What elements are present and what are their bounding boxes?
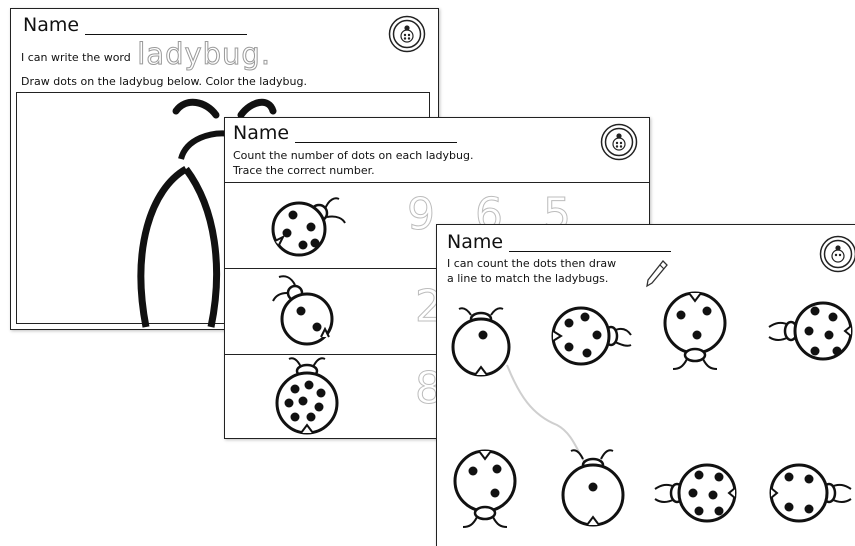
ladybug-six-dots <box>651 457 741 537</box>
worksheet-match-ladybugs: Name I can count the dots then draw a li… <box>436 224 855 546</box>
ladybug-four-dots <box>765 457 855 537</box>
ladybug-five-dots <box>547 301 637 371</box>
ladybug-six-dots <box>765 295 855 375</box>
ladybug-eight-dots <box>265 355 355 439</box>
ladybug-two-dots <box>265 271 355 351</box>
ladybug-three-dots <box>449 447 525 537</box>
instruction-trace: Trace the correct number. <box>233 164 375 178</box>
name-label: Name <box>233 122 289 144</box>
ladybug-five-dots <box>265 187 355 267</box>
name-line <box>295 142 457 143</box>
instruction-count: Count the number of dots on each ladybug… <box>233 149 473 163</box>
name-field: Name <box>233 124 457 143</box>
ladybug-one-dot <box>449 305 519 385</box>
ladybug-one-dot <box>555 447 631 537</box>
ladybug-badge-icon <box>600 123 638 165</box>
ladybug-three-dots <box>657 289 733 379</box>
